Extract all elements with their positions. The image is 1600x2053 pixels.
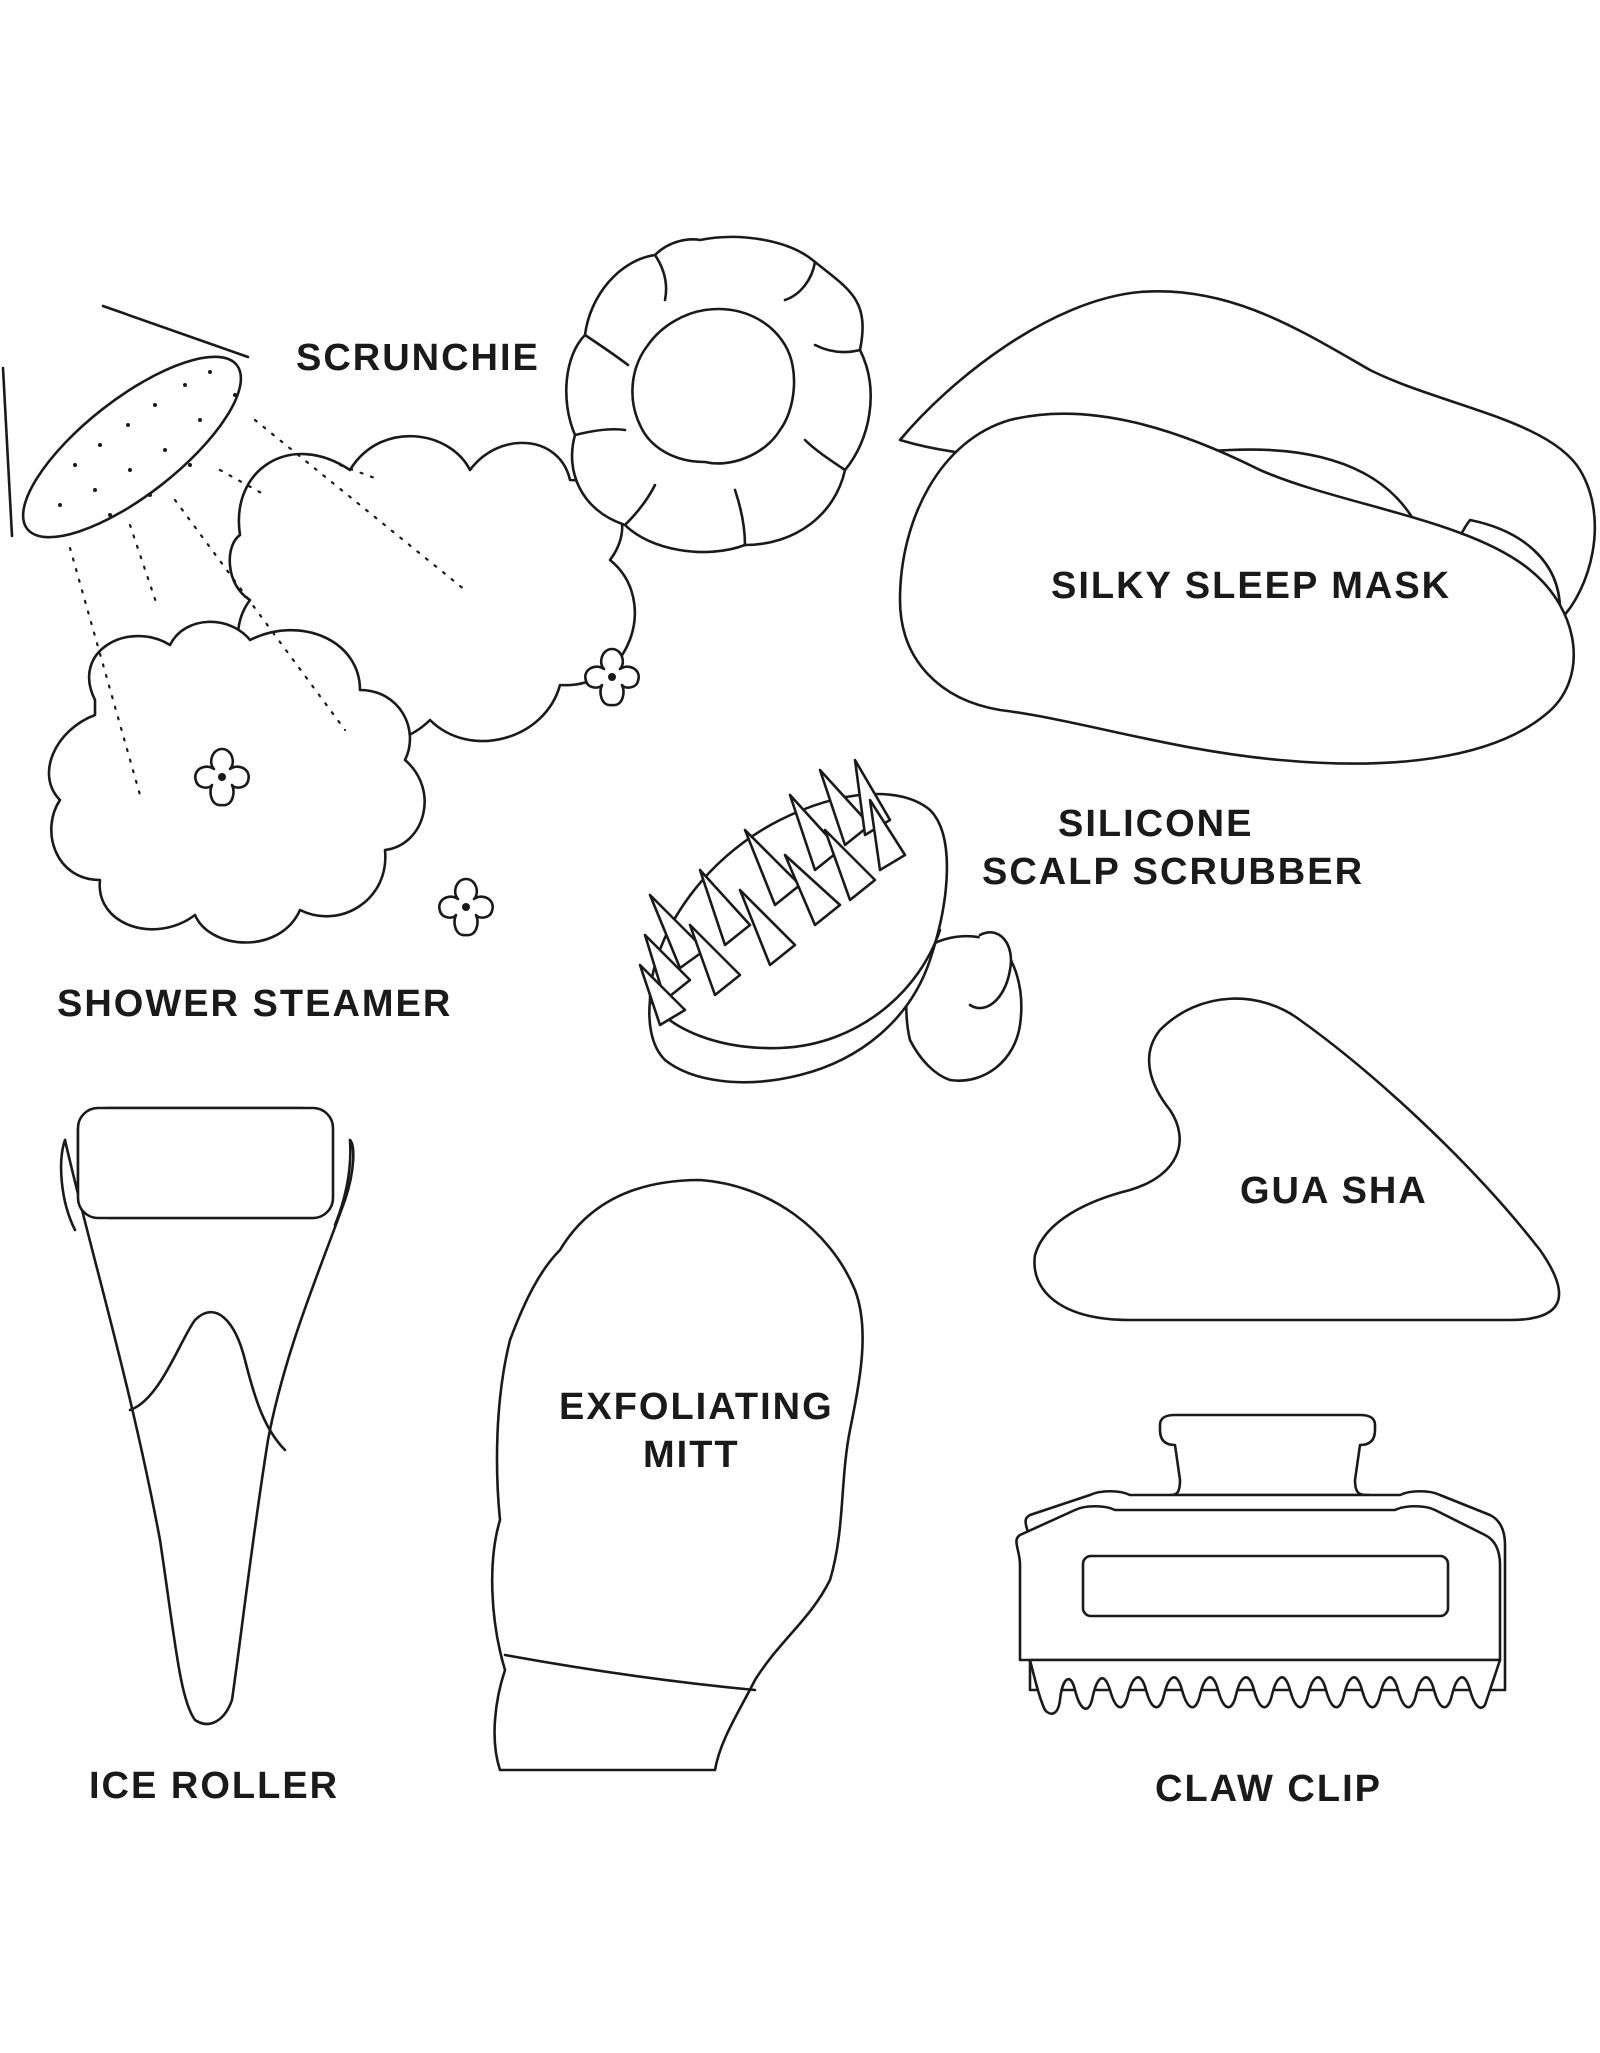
gua-sha-label: GUA SHA [1240, 1170, 1428, 1212]
scrunchie-icon [565, 235, 872, 554]
exfoliating-mitt-label-line2: MITT [643, 1434, 740, 1476]
scalp-scrubber-label-line2: SCALP SCRUBBER [982, 851, 1365, 893]
claw-clip-icon [1015, 1413, 1507, 1715]
gua-sha-icon [1033, 997, 1561, 1322]
ice-roller-label: ICE ROLLER [89, 1765, 340, 1807]
shower-steamer-icon [1, 304, 640, 944]
scrunchie-label: SCRUNCHIE [296, 337, 540, 379]
scalp-scrubber-label-line1: SILICONE [1058, 803, 1254, 845]
shower-steamer-label: SHOWER STEAMER [57, 983, 453, 1025]
exfoliating-mitt-icon [490, 1178, 864, 1772]
claw-clip-label: CLAW CLIP [1155, 1768, 1382, 1810]
ice-roller-icon [59, 1106, 355, 1726]
sleep-mask-label: SILKY SLEEP MASK [1051, 565, 1452, 607]
scalp-scrubber-icon [638, 758, 1023, 1084]
exfoliating-mitt-label-line1: EXFOLIATING [559, 1386, 834, 1428]
sleep-mask-icon [898, 289, 1597, 765]
